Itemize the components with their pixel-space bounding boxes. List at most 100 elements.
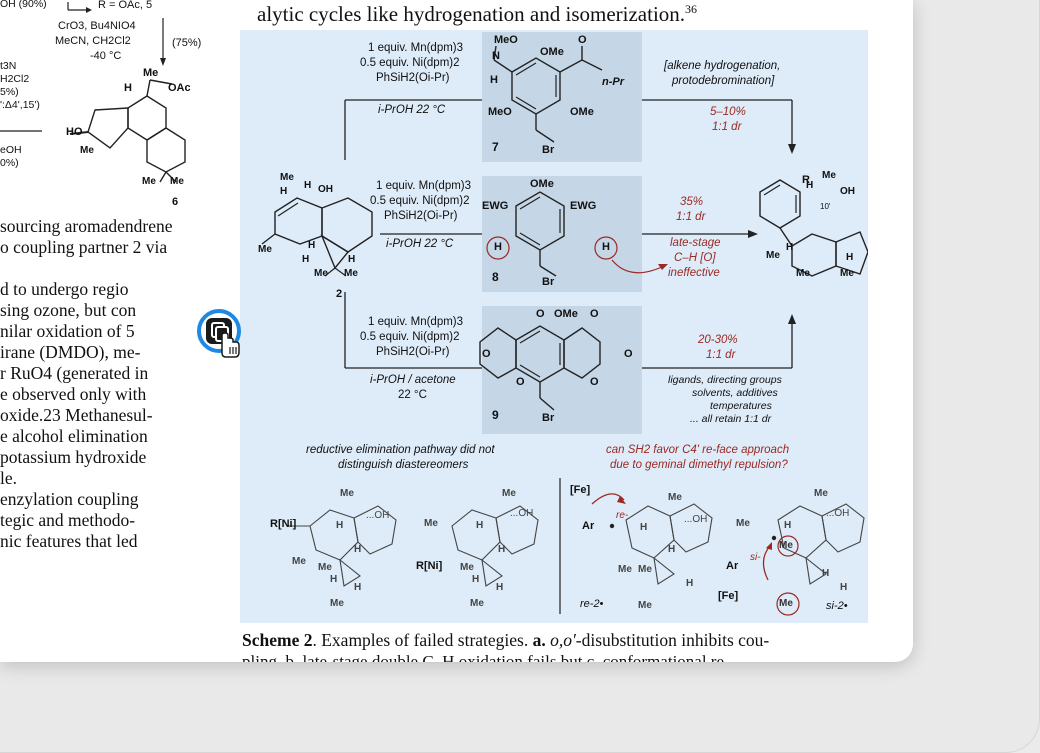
s2-h-4: H bbox=[496, 582, 504, 593]
row1-h: H bbox=[490, 74, 498, 86]
s1-me-2: Me bbox=[292, 556, 306, 567]
s4-si2-label: si-2• bbox=[826, 600, 848, 612]
left-h-label: H bbox=[124, 82, 132, 94]
row3-o-bottom-right: O bbox=[590, 376, 599, 388]
sm-h-4: H bbox=[302, 254, 310, 265]
s1-me-top: Me bbox=[340, 488, 354, 499]
row3-note-3: temperatures bbox=[710, 400, 772, 412]
s4-fe: [Fe] bbox=[718, 590, 739, 602]
s3-fe: [Fe] bbox=[570, 484, 591, 496]
s3-h-3: H bbox=[686, 578, 694, 589]
s2-h-1: H bbox=[476, 520, 484, 531]
s3-me-top: Me bbox=[668, 492, 682, 503]
body-line-13: enzylation coupling bbox=[0, 489, 139, 509]
body-line-3: d to undergo regio bbox=[0, 279, 129, 299]
s4-me-top: Me bbox=[814, 488, 828, 499]
row2-conditions: i-PrOH 22 °C bbox=[386, 238, 454, 250]
s4-ar: Ar bbox=[726, 560, 739, 572]
sm-me-top: Me bbox=[280, 172, 294, 183]
product-h-3: H bbox=[846, 252, 854, 263]
s1-h-3: H bbox=[330, 574, 338, 585]
s1-rni: R[Ni] bbox=[270, 518, 297, 530]
compound-8-label: 8 bbox=[492, 270, 499, 284]
s4-oh: ...OH bbox=[826, 508, 850, 519]
left-side-6: 0%) bbox=[0, 157, 19, 169]
body-line-11: potassium hydroxide bbox=[0, 447, 147, 467]
compound-7-box bbox=[482, 32, 642, 162]
body-line-12: le. bbox=[0, 468, 18, 488]
s3-re2-label: re-2• bbox=[580, 598, 604, 610]
row1-ome-2: OMe bbox=[570, 106, 594, 118]
s1-h-2: H bbox=[354, 544, 362, 555]
row3-reagent-2: 0.5 equiv. Ni(dpm)2 bbox=[360, 331, 460, 343]
body-line-14: tegic and methodo- bbox=[0, 510, 136, 530]
s3-ar: Ar bbox=[582, 520, 595, 532]
document-page: alytic cycles like hydrogenation and iso… bbox=[0, 0, 913, 662]
body-line-1: sourcing aromadendrene bbox=[0, 216, 173, 236]
row3-o-top-right: O bbox=[590, 308, 599, 320]
bottom-right-note-2: due to geminal dimethyl repulsion? bbox=[610, 459, 788, 471]
row1-yield: 5–10% bbox=[710, 106, 746, 118]
product-r: R bbox=[802, 174, 810, 186]
left-reagent-3: -40 °C bbox=[90, 50, 122, 62]
left-side-3: 5%) bbox=[0, 86, 19, 98]
row2-yield: 35% bbox=[680, 196, 704, 208]
s2-oh: ...OH bbox=[510, 508, 534, 519]
row3-conditions-1: i-PrOH / acetone bbox=[370, 374, 456, 386]
left-scheme-top-label: OH (90%) bbox=[0, 0, 47, 10]
body-line-5: nilar oxidation of 5 bbox=[0, 321, 135, 341]
body-line-8: e observed only with bbox=[0, 384, 147, 404]
sm-me-4: Me bbox=[344, 268, 358, 279]
row1-note-2: protodebromination] bbox=[672, 75, 775, 87]
row1-br: Br bbox=[542, 144, 555, 156]
row2-ome: OMe bbox=[530, 178, 554, 190]
left-oac: OAc bbox=[168, 82, 191, 94]
s2-me-top: Me bbox=[502, 488, 516, 499]
row3-ome: OMe bbox=[554, 308, 578, 320]
left-me-top: Me bbox=[143, 67, 159, 79]
s3-h-2: H bbox=[668, 544, 676, 555]
s4-h-1: H bbox=[784, 520, 792, 531]
row1-npr: n-Pr bbox=[602, 76, 624, 88]
s4-me-circled-2: Me bbox=[779, 598, 793, 609]
left-me-4: Me bbox=[170, 176, 184, 187]
s2-h-2: H bbox=[498, 544, 506, 555]
product-h-1: H bbox=[806, 180, 814, 191]
scheme-caption-line-2: pling. b. late-stage double C–H oxidatio… bbox=[242, 652, 725, 662]
row1-reagent-2: 0.5 equiv. Ni(dpm)2 bbox=[360, 57, 460, 69]
row3-o-right: O bbox=[624, 348, 633, 360]
s2-rni: R[Ni] bbox=[416, 560, 443, 572]
row1-note-1: [alkene hydrogenation, bbox=[664, 60, 781, 72]
row1-n: N bbox=[492, 50, 500, 62]
s1-me-4: Me bbox=[330, 598, 344, 609]
s4-h-3: H bbox=[840, 582, 848, 593]
s3-oh: ...OH bbox=[684, 514, 708, 525]
row3-o-top-left: O bbox=[536, 308, 545, 320]
copy-hand-cursor-icon bbox=[197, 305, 247, 367]
left-reagent-2: MeCN, CH2Cl2 bbox=[55, 35, 131, 47]
row2-dr: 1:1 dr bbox=[676, 211, 706, 223]
row2-note-3: ineffective bbox=[668, 267, 720, 279]
left-side-4: ':Δ4',15') bbox=[0, 99, 40, 111]
body-line-10: e alcohol elimination bbox=[0, 426, 148, 446]
product-me-top: Me bbox=[822, 170, 836, 181]
product-oh: OH bbox=[840, 186, 855, 197]
s4-h-2: H bbox=[822, 568, 830, 579]
product-10: 10' bbox=[820, 202, 831, 211]
body-line-2: o coupling partner 2 via bbox=[0, 237, 168, 257]
s4-me-2: Me bbox=[736, 518, 750, 529]
body-line-9: oxide.23 Methanesul- bbox=[0, 405, 153, 425]
row2-reagent-3: PhSiH2(Oi-Pr) bbox=[384, 210, 458, 222]
s4-me-circled: Me bbox=[779, 540, 793, 551]
row3-reagent-3: PhSiH2(Oi-Pr) bbox=[376, 346, 450, 358]
left-yield: (75%) bbox=[172, 37, 202, 49]
heading-text: alytic cycles like hydrogenation and iso… bbox=[257, 2, 698, 26]
body-line-6: irane (DMDO), me- bbox=[0, 342, 141, 362]
row2-h-left: H bbox=[494, 241, 502, 253]
left-compound-6: 6 bbox=[172, 196, 179, 208]
row1-meo-2: MeO bbox=[488, 106, 512, 118]
left-side-1: t3N bbox=[0, 60, 17, 72]
row2-ewg-left: EWG bbox=[482, 200, 509, 212]
sm-h-3: H bbox=[308, 240, 316, 251]
row3-br: Br bbox=[542, 412, 555, 424]
